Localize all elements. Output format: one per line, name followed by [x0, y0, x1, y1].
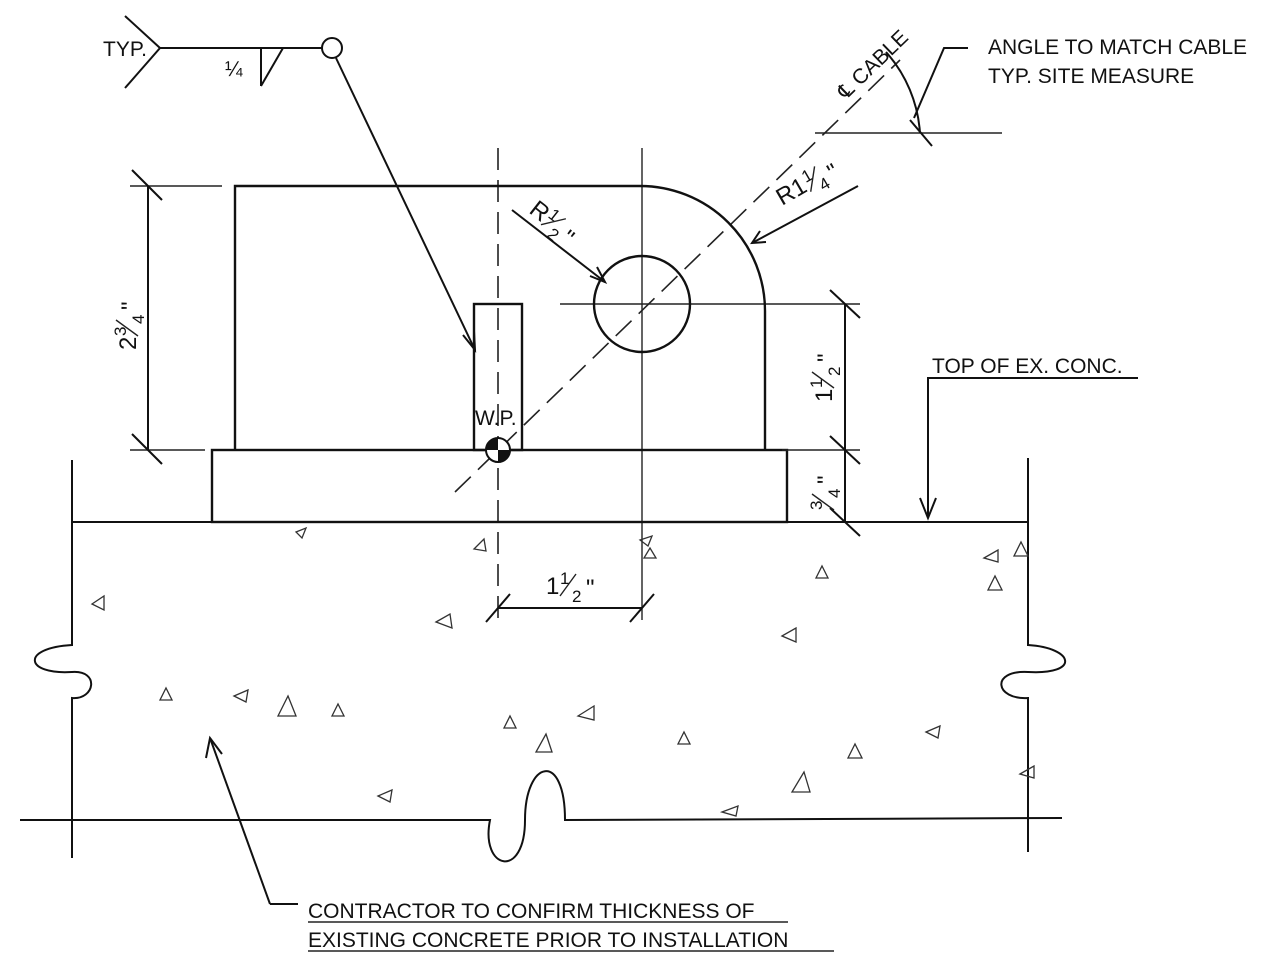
hole-offset-whole: 1	[546, 573, 559, 600]
hole-height-unit: "	[813, 353, 840, 362]
work-point-symbol: W.P.	[475, 407, 517, 463]
hole-offset-unit: "	[586, 575, 595, 602]
hole-height-num: 1	[807, 379, 826, 388]
contractor-note-line2: EXISTING CONCRETE PRIOR TO INSTALLATION	[308, 929, 788, 952]
weld-leader-arrow	[335, 57, 477, 354]
contractor-note: CONTRACTOR TO CONFIRM THICKNESS OF EXIST…	[205, 735, 834, 952]
hole-offset-dimension: 1 1 2 "	[485, 569, 655, 623]
radius-hole-dimension: R 1 2 "	[511, 195, 608, 284]
bracket-plate	[210, 184, 789, 524]
angle-dimension: ANGLE TO MATCH CABLE TYP. SITE MEASURE	[815, 36, 1247, 147]
work-point-label: W.P.	[475, 407, 517, 430]
top-of-concrete-label: TOP OF EX. CONC.	[932, 355, 1123, 378]
plate-height-dimension: 2 3 4 "	[111, 169, 222, 465]
plate-height-num: 3	[111, 327, 130, 336]
angle-note-line2: TYP. SITE MEASURE	[988, 65, 1194, 88]
aggregate-pattern	[90, 526, 1035, 817]
radius-corner-dimension: R1 1 4 "	[750, 159, 859, 245]
plate-height-unit: "	[117, 301, 144, 310]
plate-height-whole: 2	[115, 337, 142, 350]
weld-symbol: TYP. ¼	[103, 15, 343, 89]
base-thickness-num: 3	[807, 501, 826, 510]
contractor-note-line1: CONTRACTOR TO CONFIRM THICKNESS OF	[308, 900, 754, 923]
cable-label: ℄ CABLE	[833, 26, 913, 104]
hole-height-dimension: 1 1 2 " 3 4 "	[782, 289, 861, 537]
base-thickness-unit: "	[813, 475, 840, 484]
hole-height-den: 2	[825, 367, 844, 376]
hole-offset-den: 2	[572, 587, 581, 606]
weld-typ-label: TYP.	[103, 38, 147, 61]
angle-note-line1: ANGLE TO MATCH CABLE	[988, 36, 1247, 59]
base-thickness-den: 4	[825, 489, 844, 498]
existing-concrete: TOP OF EX. CONC.	[20, 355, 1138, 863]
hole-offset-num: 1	[560, 569, 569, 588]
hole-height-whole: 1	[811, 389, 838, 402]
weld-size-label: ¼	[225, 58, 243, 81]
plate-height-den: 4	[129, 315, 148, 324]
cable-hole	[592, 254, 692, 354]
